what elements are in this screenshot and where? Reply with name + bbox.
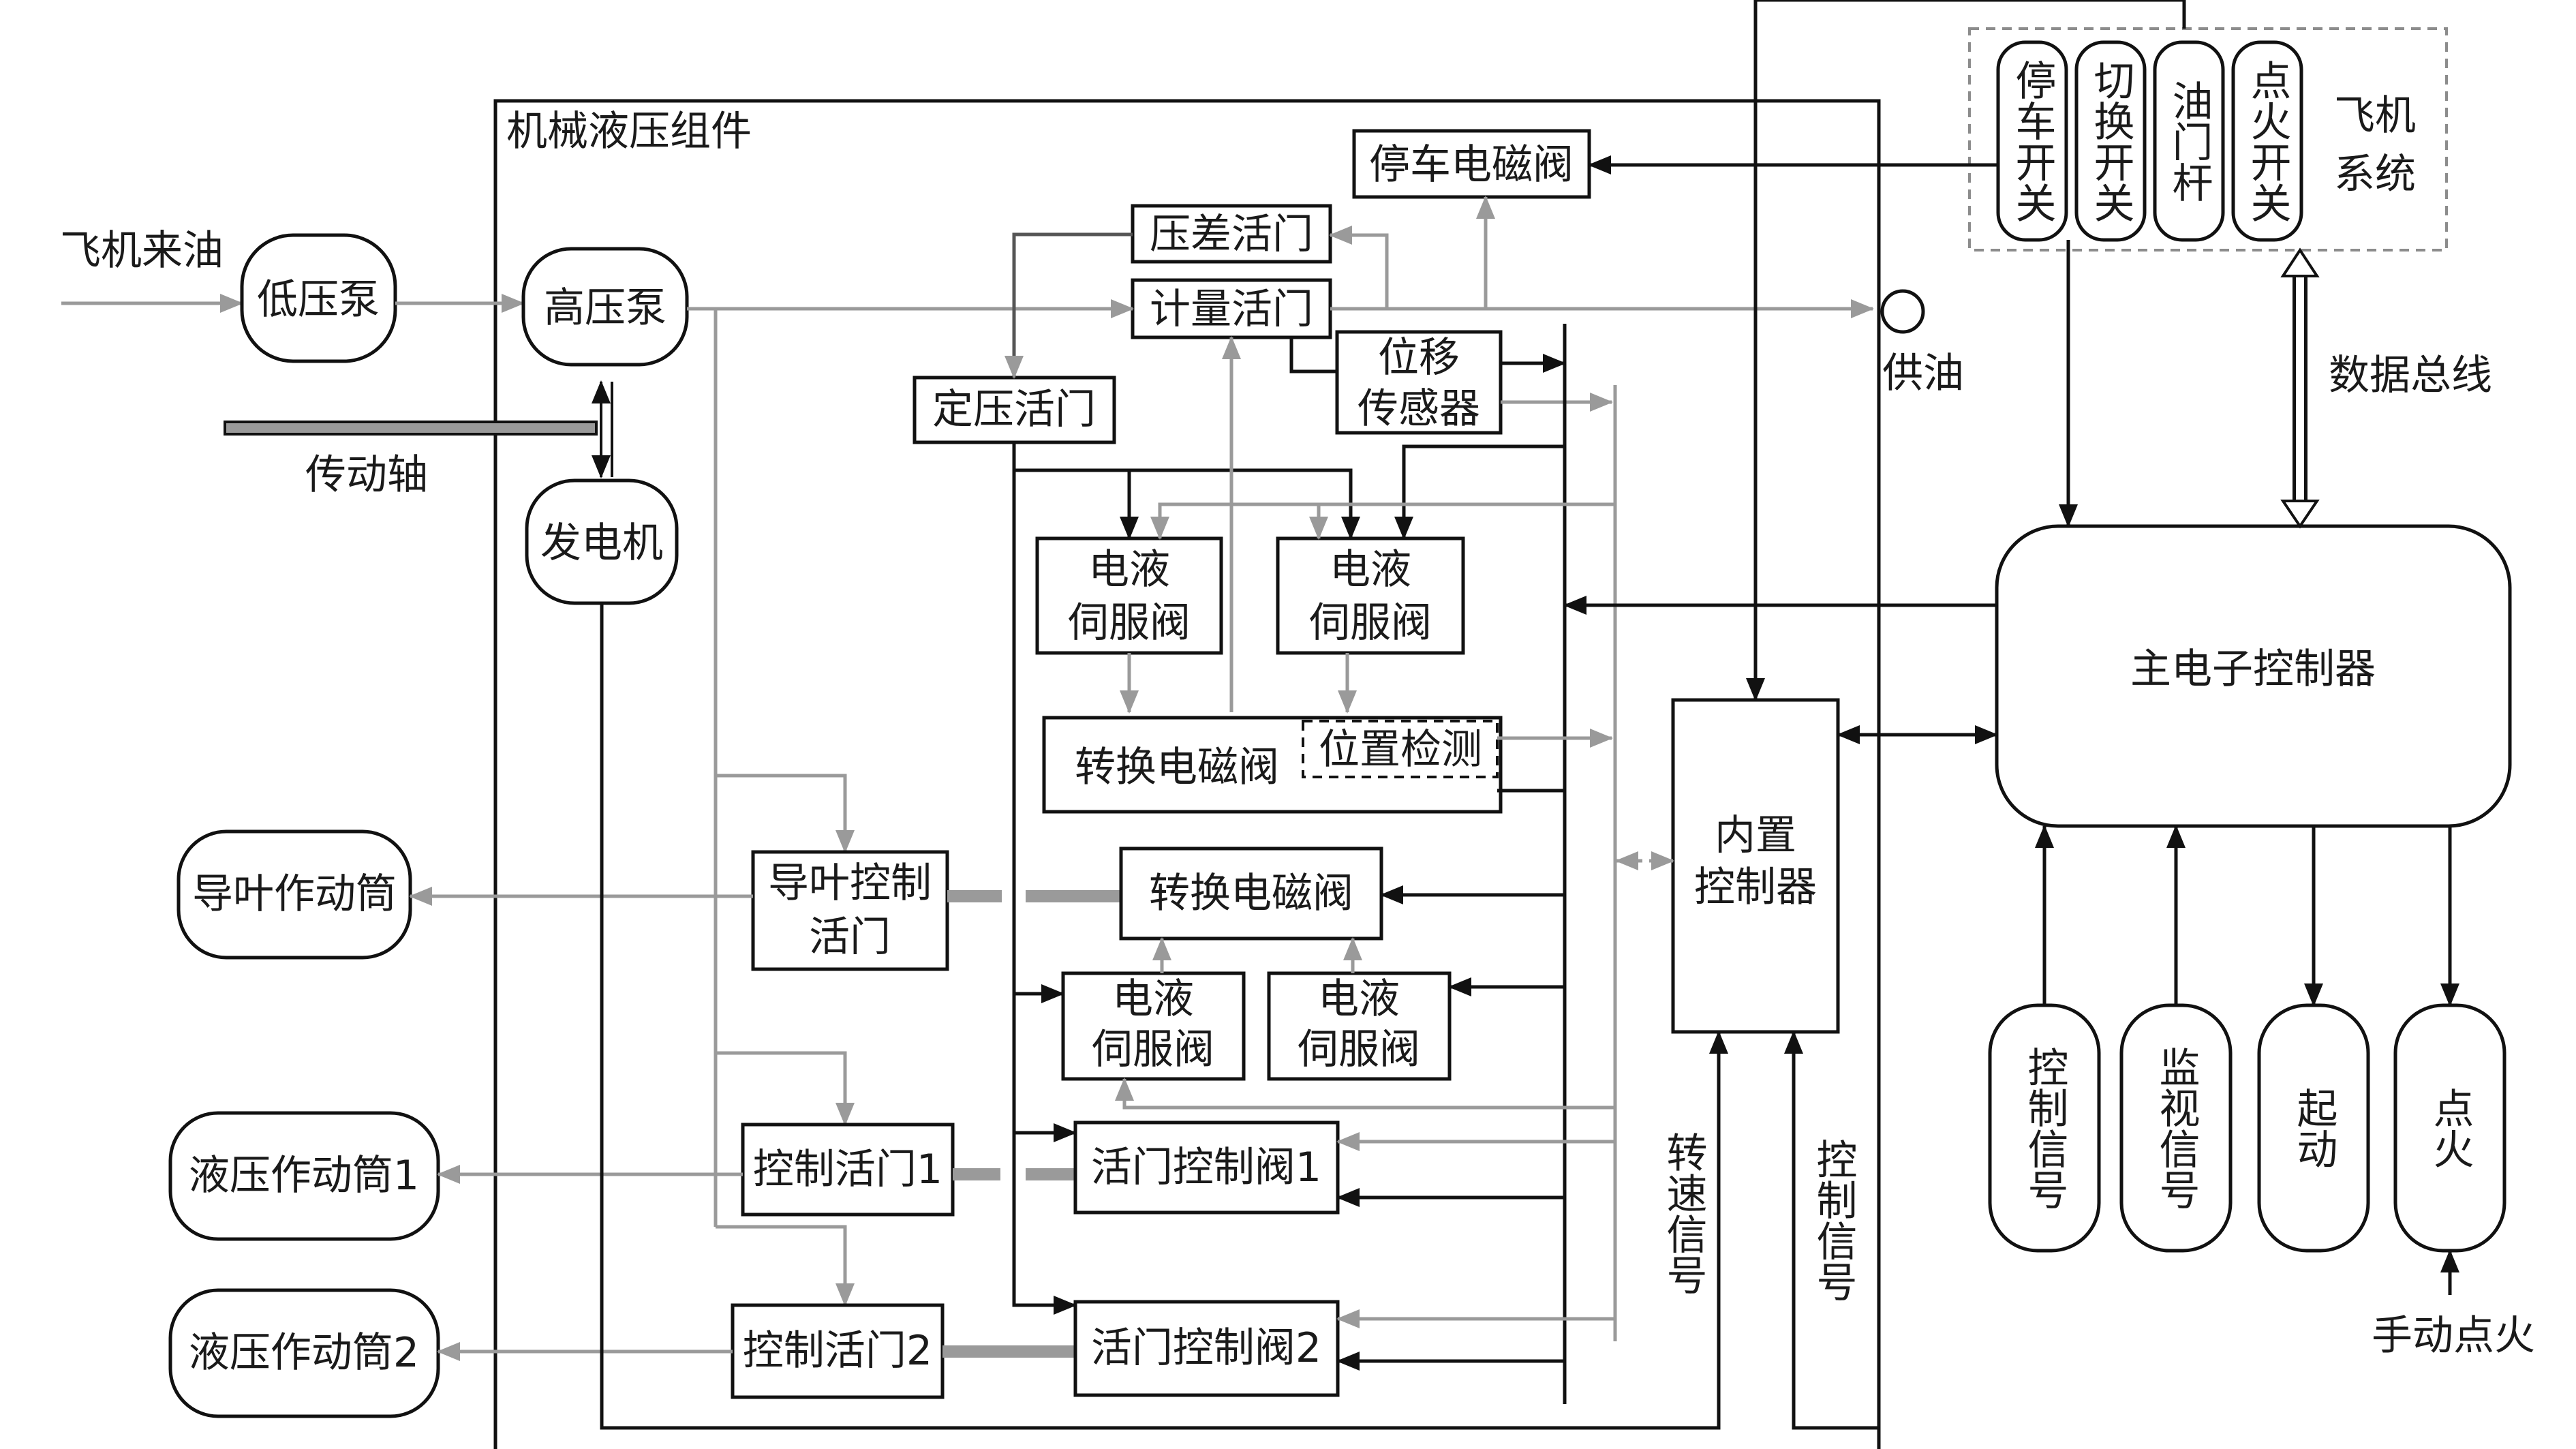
speed-signal-label: 转速信号 — [1659, 1131, 1707, 1295]
stop-solenoid-valve-label: 停车电磁阀 — [1369, 141, 1574, 189]
diff-to-const-line — [1005, 232, 1133, 379]
metering-valve[interactable] — [1131, 278, 1332, 339]
internal-controller-label-2: 控制器 — [1694, 864, 1817, 911]
metering-valve-label: 计量活门 — [1150, 286, 1313, 333]
servo-valve-4[interactable] — [1267, 971, 1452, 1081]
drive-shaft-label: 传动轴 — [305, 451, 428, 499]
const-pressure-trunk — [1012, 470, 1077, 1315]
throttle-to-internal-ctrl — [1746, 0, 2186, 701]
servo-valve-1-label-1: 电液 — [1088, 546, 1170, 594]
high-pressure-pump[interactable] — [521, 247, 689, 367]
switching-solenoid-valve-mid-label: 转换电磁阀 — [1149, 870, 1353, 917]
stop-switch[interactable] — [1996, 40, 2068, 242]
hydraulic-assembly-frame — [493, 99, 1881, 1449]
valve-control-valve-2[interactable] — [1073, 1300, 1340, 1397]
const-supply-trunk — [1012, 442, 1360, 540]
high-pressure-pump-label: 高压泵 — [544, 284, 666, 332]
trunk-to-ctrl-valve-1 — [716, 1051, 855, 1126]
ecu-monitor-signal-in-label: 监视信号 — [2152, 1046, 2200, 1210]
aircraft-system-label-1: 飞机 — [2334, 92, 2416, 140]
differential-pressure-valve-label: 压差活门 — [1150, 211, 1313, 258]
low-pressure-pump[interactable] — [240, 233, 397, 363]
generator-speed-signal-line — [600, 603, 1728, 1430]
switching-solenoid-valve-top-label: 转换电磁阀 — [1075, 744, 1279, 791]
manual-ignite-label: 手动点火 — [2372, 1312, 2535, 1360]
generator-label: 发电机 — [540, 519, 663, 567]
data-bus-label: 数据总线 — [2329, 352, 2492, 399]
stop-switch-label: 停车开关 — [2008, 59, 2056, 223]
servo-valve-3-label-1: 电液 — [1112, 975, 1194, 1023]
constant-pressure-valve-label: 定压活门 — [932, 386, 1096, 433]
trunk-to-ctrl-valve-2 — [716, 1225, 855, 1307]
control-signal-label: 控制信号 — [1809, 1138, 1857, 1302]
servo-valve-2[interactable] — [1276, 536, 1465, 655]
drive-shaft — [224, 421, 598, 436]
guide-vane-control-valve-label-2: 活门 — [809, 913, 891, 961]
ecu-start-out-label: 起动 — [2290, 1087, 2337, 1169]
hydraulic-actuator-1-label: 液压作动筒1 — [189, 1152, 419, 1200]
guide-vane-control-valve[interactable] — [751, 850, 949, 971]
control-valve-2-label: 控制活门2 — [743, 1327, 932, 1375]
metering-to-sensor-line — [1289, 337, 1337, 373]
gray-bus-to-servo3 — [1115, 1078, 1615, 1110]
servo-valve-4-label-2: 伺服阀 — [1298, 1026, 1420, 1073]
servo-valve-1-label-2: 伺服阀 — [1068, 599, 1191, 647]
internal-controller-label-1: 内置 — [1715, 812, 1796, 859]
aircraft-fuel-inlet-label: 飞机来油 — [60, 227, 224, 275]
servo-valve-4-label-1: 电液 — [1318, 975, 1400, 1023]
position-detection-label: 位置检测 — [1319, 726, 1482, 774]
servo-valve-3[interactable] — [1061, 971, 1246, 1081]
gray-feedback-to-servos — [1150, 502, 1615, 540]
aircraft-system-group — [1968, 27, 2448, 251]
changeover-switch[interactable] — [2074, 40, 2147, 242]
servo-valve-2-label-1: 电液 — [1330, 546, 1411, 594]
hydraulic-assembly-title: 机械液压组件 — [506, 108, 752, 155]
ignition-switch[interactable] — [2231, 40, 2303, 242]
metering-to-diff-feedback — [1329, 226, 1389, 311]
throttle-lever[interactable] — [2153, 40, 2225, 242]
valve-control-valve-1-label: 活门控制阀1 — [1091, 1144, 1321, 1191]
control-valve-1-label: 控制活门1 — [753, 1146, 942, 1193]
valve-control-valve-2-label: 活门控制阀2 — [1091, 1324, 1321, 1372]
aircraft-system-label-2: 系统 — [2334, 151, 2416, 198]
external-control-signal-line — [1784, 1031, 1879, 1430]
constant-pressure-valve[interactable] — [913, 376, 1116, 444]
differential-pressure-valve[interactable] — [1131, 204, 1332, 264]
changeover-switch-label: 切换开关 — [2087, 59, 2134, 223]
displacement-sensor-label-2: 传感器 — [1358, 385, 1480, 433]
low-pressure-pump-label: 低压泵 — [257, 276, 380, 324]
switching-solenoid-valve-mid[interactable] — [1119, 846, 1383, 941]
main-electronic-controller[interactable] — [1995, 524, 2512, 828]
main-electronic-controller-label: 主电子控制器 — [2130, 645, 2376, 693]
position-detection[interactable] — [1302, 720, 1499, 778]
valve-control-valve-1[interactable] — [1073, 1120, 1340, 1215]
bus-to-servo2 — [1394, 444, 1565, 540]
servo-valve-2-label-2: 伺服阀 — [1309, 599, 1432, 647]
displacement-sensor[interactable] — [1335, 330, 1503, 435]
throttle-lever-label: 油门杆 — [2165, 80, 2213, 202]
fuel-supply-port — [1880, 289, 1925, 334]
ecu-control-signal-in-label: 控制信号 — [2021, 1046, 2068, 1210]
hydraulic-actuator-2-label: 液压作动筒2 — [189, 1329, 419, 1377]
ecu-ignite-out-label: 点火 — [2426, 1087, 2474, 1169]
servo-valve-3-label-2: 伺服阀 — [1092, 1026, 1214, 1073]
guide-vane-control-valve-label-1: 导叶控制 — [768, 859, 932, 907]
data-bus-arrow-head-top — [2280, 247, 2320, 277]
displacement-sensor-label-1: 位移 — [1378, 334, 1460, 382]
ignition-switch-label: 点火开关 — [2243, 59, 2291, 223]
trunk-to-guide-valve — [716, 774, 855, 853]
switching-solenoid-valve-top[interactable] — [1042, 716, 1503, 814]
data-bus-arrow-head-bottom — [2280, 500, 2320, 529]
fuel-supply-label: 供油 — [1882, 350, 1964, 397]
control-valve-1[interactable] — [741, 1123, 955, 1217]
guide-vane-actuator-label: 导叶作动筒 — [192, 870, 397, 918]
internal-controller[interactable] — [1671, 698, 1840, 1034]
